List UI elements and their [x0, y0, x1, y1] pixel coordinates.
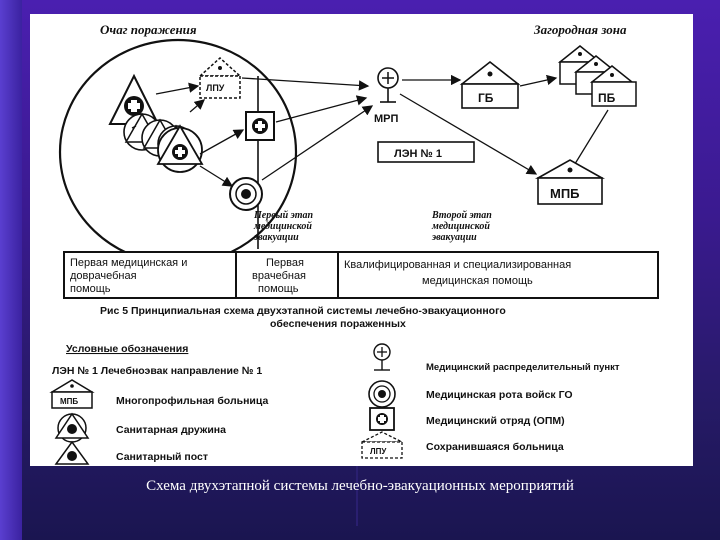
gb-house-icon — [459, 60, 521, 109]
svg-text:медицинской: медицинской — [431, 221, 490, 232]
slide-left-edge — [0, 0, 22, 540]
len-label: ЛЭН № 1 — [394, 148, 442, 160]
legend-title: Условные обозначения — [66, 343, 188, 355]
gb-label: ГБ — [478, 91, 494, 105]
svg-text:помощь: помощь — [258, 283, 299, 295]
mrp-label: МРП — [374, 113, 399, 125]
legend-sanitary-squad-icon — [54, 412, 90, 443]
legend-sanitary-post: Санитарный пост — [116, 451, 208, 463]
legend-preserved-hospital: Сохранившаяся больница — [426, 441, 564, 453]
svg-text:Первый этап: Первый этап — [253, 210, 313, 221]
svg-text:эвакуации: эвакуации — [253, 232, 299, 243]
svg-text:Первая: Первая — [266, 257, 304, 269]
medical-company-icon — [229, 177, 263, 211]
sanitary-squad-cluster — [123, 112, 204, 173]
svg-text:доврачебная: доврачебная — [70, 270, 137, 282]
svg-text:медицинская помощь: медицинская помощь — [422, 275, 533, 287]
care-level-table — [63, 251, 659, 299]
pb-house-cluster — [557, 45, 637, 107]
legend-medical-unit-icon — [369, 407, 395, 431]
care-first-cell: Первая медицинская и доврачебная помощь — [70, 257, 187, 295]
stage-second: Второй этап медицинской эвакуации — [431, 210, 492, 243]
legend-mpb-icon — [49, 379, 95, 409]
care-second-cell: Первая врачебная помощь — [252, 257, 306, 295]
mpb-label: МПБ — [550, 186, 580, 201]
evacuation-diagram: Очаг поражения Загородная зона ЛПУ — [49, 22, 659, 465]
legend-preserved-hospital-icon — [361, 431, 403, 459]
lpu-label: ЛПУ — [206, 83, 225, 93]
svg-text:врачебная: врачебная — [252, 270, 306, 282]
legend-mrp-item: Медицинский распределительный пункт — [426, 362, 620, 373]
lpu-house-icon — [198, 56, 242, 99]
pb-label: ПБ — [598, 91, 616, 105]
stage-first: Первый этап медицинской эвакуации — [253, 210, 313, 243]
figure-caption: Рис 5 Принципиальная схема двухэтапной с… — [100, 305, 506, 330]
legend-sanitary-post-icon — [54, 440, 90, 465]
legend-medical-unit: Медицинский отряд (ОПМ) — [426, 415, 565, 427]
len-box — [377, 141, 475, 163]
care-third-cell: Квалифицированная и специализированная м… — [344, 259, 571, 287]
slide-caption: Схема двухэтапной системы лечебно-эвакуа… — [146, 478, 574, 494]
svg-text:обеспечения пораженных: обеспечения пораженных — [270, 318, 406, 330]
legend-sanitary-squad: Санитарная дружина — [116, 424, 226, 436]
svg-text:помощь: помощь — [70, 283, 111, 295]
svg-text:Квалифицированная и специализи: Квалифицированная и специализированная — [344, 259, 571, 271]
legend-mpb-label: МПБ — [60, 397, 78, 406]
zone-left-title: Очаг поражения — [100, 22, 197, 37]
svg-text:эвакуации: эвакуации — [431, 232, 477, 243]
diagram-panel: Очаг поражения Загородная зона ЛПУ — [30, 14, 693, 466]
legend-len-item: ЛЭН № 1 Лечебноэвак направление № 1 — [52, 365, 262, 377]
svg-text:Первая медицинская и: Первая медицинская и — [70, 257, 187, 269]
svg-text:Рис 5 Принципиальная схема дву: Рис 5 Принципиальная схема двухэтапной с… — [100, 305, 506, 317]
svg-text:медицинской: медицинской — [253, 221, 312, 232]
medical-unit-icon — [245, 111, 275, 141]
legend-medical-company-icon — [368, 380, 396, 408]
pointer-stick — [356, 466, 358, 526]
legend-lpu-label: ЛПУ — [370, 447, 387, 456]
legend-medical-company: Медицинская рота войск ГО — [426, 389, 573, 401]
mrp-icon — [377, 67, 399, 103]
legend-mrp-icon — [373, 343, 391, 371]
svg-text:Второй этап: Второй этап — [431, 210, 492, 221]
legend-mpb-item: Многопрофильная больница — [116, 395, 268, 407]
mpb-house-icon — [534, 159, 606, 205]
zone-right-title: Загородная зона — [533, 22, 627, 37]
